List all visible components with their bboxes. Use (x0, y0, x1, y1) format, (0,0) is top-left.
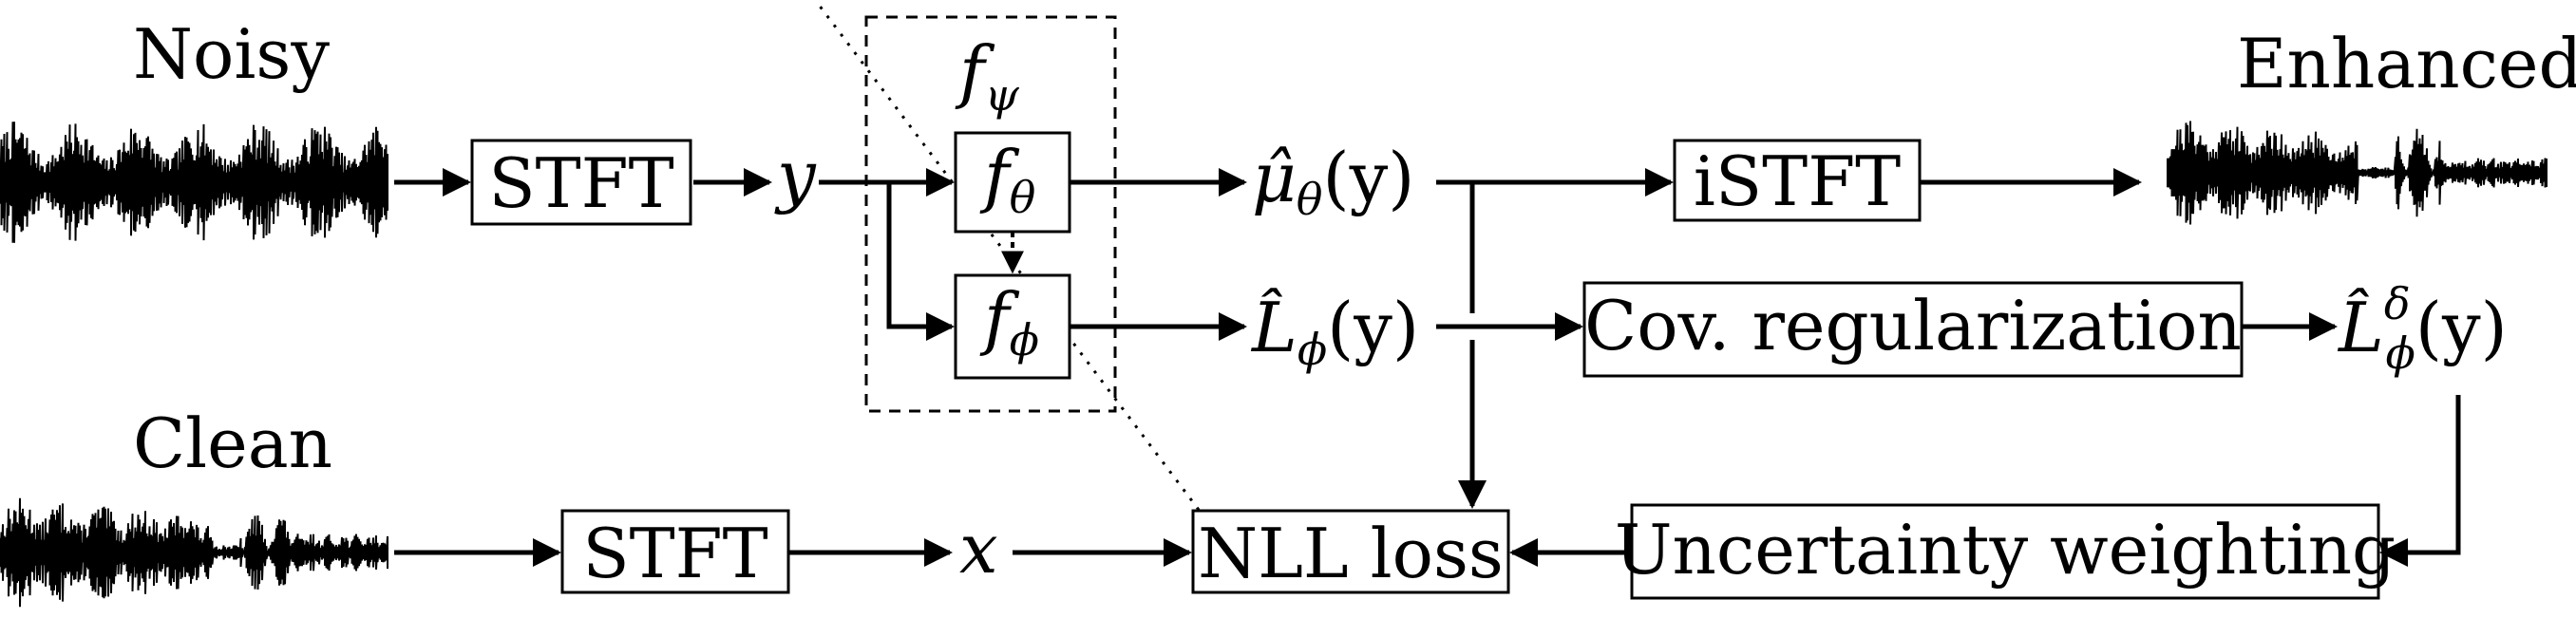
l-hat-label: L̂ϕ(y) (1250, 287, 1419, 375)
nll-loss-text: NLL loss (1198, 514, 1504, 593)
arrow-y-to-f-phi (886, 182, 955, 341)
stft-noisy-text: STFT (488, 143, 673, 223)
enhanced-waveform (2167, 121, 2548, 225)
f-psi-label: fψ (955, 31, 1020, 121)
cov-reg-box (1582, 281, 2244, 378)
mu-hat-label: μ̂θ(y) (1252, 138, 1414, 225)
f-psi-group-box (864, 15, 1117, 413)
stft-noisy-box (470, 139, 692, 226)
y-symbol: y (774, 136, 817, 215)
uncertainty-text: Uncertainty weighting (1615, 510, 2396, 590)
cov-reg-text: Cov. regularization (1584, 286, 2242, 365)
x-symbol: x (959, 509, 998, 589)
clean-label: Clean (133, 403, 332, 483)
stft-clean-text: STFT (582, 514, 767, 593)
enhanced-label: Enhanced (2237, 24, 2576, 103)
f-phi-box (954, 273, 1071, 380)
dotted-diagonal (817, 4, 1201, 511)
istft-text: iSTFT (1694, 141, 1901, 221)
clean-waveform (0, 497, 388, 608)
arrow-l-delta-to-uncertainty (2379, 395, 2461, 567)
noisy-label: Noisy (133, 14, 330, 94)
nll-loss-box (1191, 509, 1510, 594)
noisy-waveform (0, 122, 388, 243)
uncertainty-box (1630, 503, 2380, 600)
